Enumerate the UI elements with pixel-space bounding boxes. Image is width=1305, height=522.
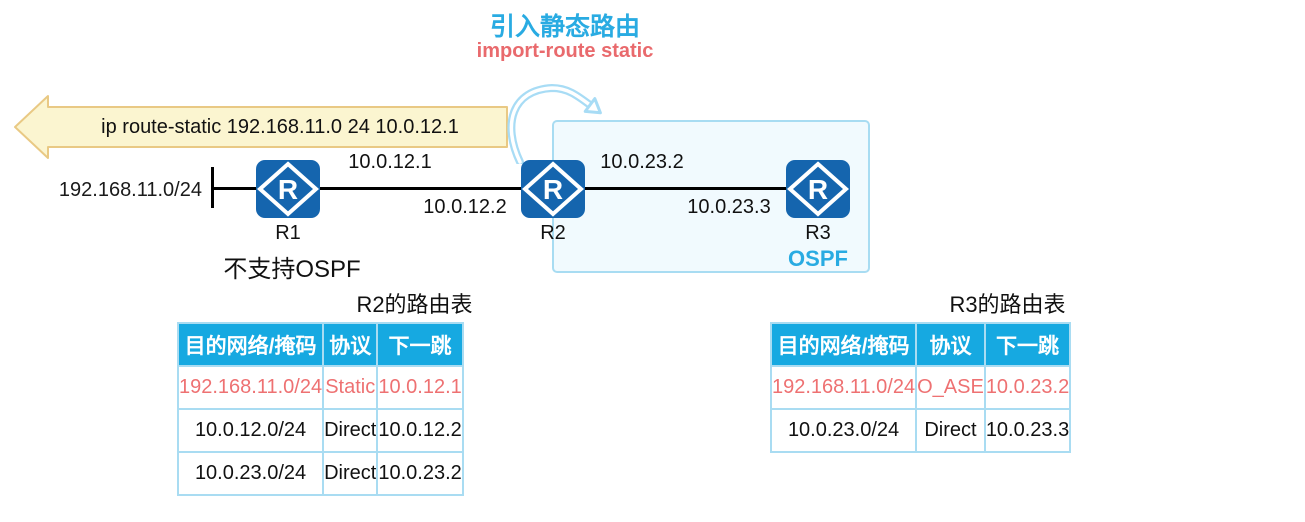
- col-header-destination: 目的网络/掩码: [176, 322, 325, 367]
- cell-destination: 192.168.11.0/24: [176, 365, 325, 410]
- table-row: 10.0.23.0/24 Direct 10.0.23.2: [176, 451, 464, 496]
- static-route-banner: ip route-static 192.168.11.0 24 10.0.12.…: [12, 93, 510, 163]
- r3-routing-table: 目的网络/掩码 协议 下一跳 192.168.11.0/24 O_ASE 10.…: [769, 322, 1072, 453]
- ospf-domain-label: OSPF: [788, 246, 848, 271]
- import-curve-arrow-icon: [507, 83, 602, 164]
- cell-nexthop: 10.0.23.2: [376, 451, 464, 496]
- r2-table-title: R2的路由表: [356, 292, 473, 317]
- table-row: 192.168.11.0/24 O_ASE 10.0.23.2: [769, 365, 1072, 410]
- cell-protocol: Direct: [915, 408, 986, 453]
- cell-protocol: Direct: [322, 408, 379, 453]
- cell-nexthop: 10.0.12.2: [376, 408, 464, 453]
- cell-nexthop: 10.0.23.2: [983, 365, 1072, 410]
- col-header-destination: 目的网络/掩码: [769, 322, 918, 367]
- table-row: 10.0.23.0/24 Direct 10.0.23.3: [769, 408, 1072, 453]
- router-r3-label: R3: [805, 222, 831, 244]
- col-header-nexthop: 下一跳: [983, 322, 1072, 367]
- router-letter: R: [278, 174, 298, 205]
- router-r1-icon: R: [256, 160, 320, 218]
- lan-segment-tick: [211, 167, 214, 208]
- ip-label-10-0-12-2: 10.0.12.2: [423, 196, 507, 218]
- cell-destination: 10.0.23.0/24: [176, 451, 325, 496]
- redistribution-command: import-route static: [476, 40, 654, 62]
- lan-network-label: 192.168.11.0/24: [58, 179, 202, 201]
- left-arrow-shape: [14, 95, 508, 159]
- router-r2-label: R2: [540, 222, 566, 244]
- ip-label-10-0-23-3: 10.0.23.3: [687, 196, 771, 218]
- router-r1-label: R1: [275, 222, 301, 244]
- ip-label-10-0-12-1: 10.0.12.1: [348, 151, 432, 173]
- router-letter: R: [543, 174, 563, 205]
- table-row: 10.0.12.0/24 Direct 10.0.12.2: [176, 408, 464, 453]
- col-header-protocol: 协议: [915, 322, 986, 367]
- cell-destination: 192.168.11.0/24: [769, 365, 918, 410]
- cell-protocol: Direct: [322, 451, 379, 496]
- cell-nexthop: 10.0.23.3: [983, 408, 1072, 453]
- col-header-nexthop: 下一跳: [376, 322, 464, 367]
- cell-protocol: O_ASE: [915, 365, 986, 410]
- router-letter: R: [808, 174, 828, 205]
- router-r3-icon: R: [786, 160, 850, 218]
- router-r2-icon: R: [521, 160, 585, 218]
- table-row: 192.168.11.0/24 Static 10.0.12.1: [176, 365, 464, 410]
- cell-protocol: Static: [322, 365, 379, 410]
- table-header-row: 目的网络/掩码 协议 下一跳: [176, 322, 464, 367]
- r1-ospf-note: 不支持OSPF: [223, 256, 361, 283]
- ip-label-10-0-23-2: 10.0.23.2: [600, 151, 684, 173]
- r3-table-title: R3的路由表: [949, 292, 1066, 317]
- cell-destination: 10.0.12.0/24: [176, 408, 325, 453]
- col-header-protocol: 协议: [322, 322, 379, 367]
- link-line: [212, 187, 818, 190]
- redistribution-title-cn: 引入静态路由: [489, 13, 640, 41]
- r2-routing-table: 目的网络/掩码 协议 下一跳 192.168.11.0/24 Static 10…: [176, 322, 464, 496]
- cell-destination: 10.0.23.0/24: [769, 408, 918, 453]
- static-route-command: ip route-static 192.168.11.0 24 10.0.12.…: [101, 116, 459, 138]
- cell-nexthop: 10.0.12.1: [376, 365, 464, 410]
- table-header-row: 目的网络/掩码 协议 下一跳: [769, 322, 1072, 367]
